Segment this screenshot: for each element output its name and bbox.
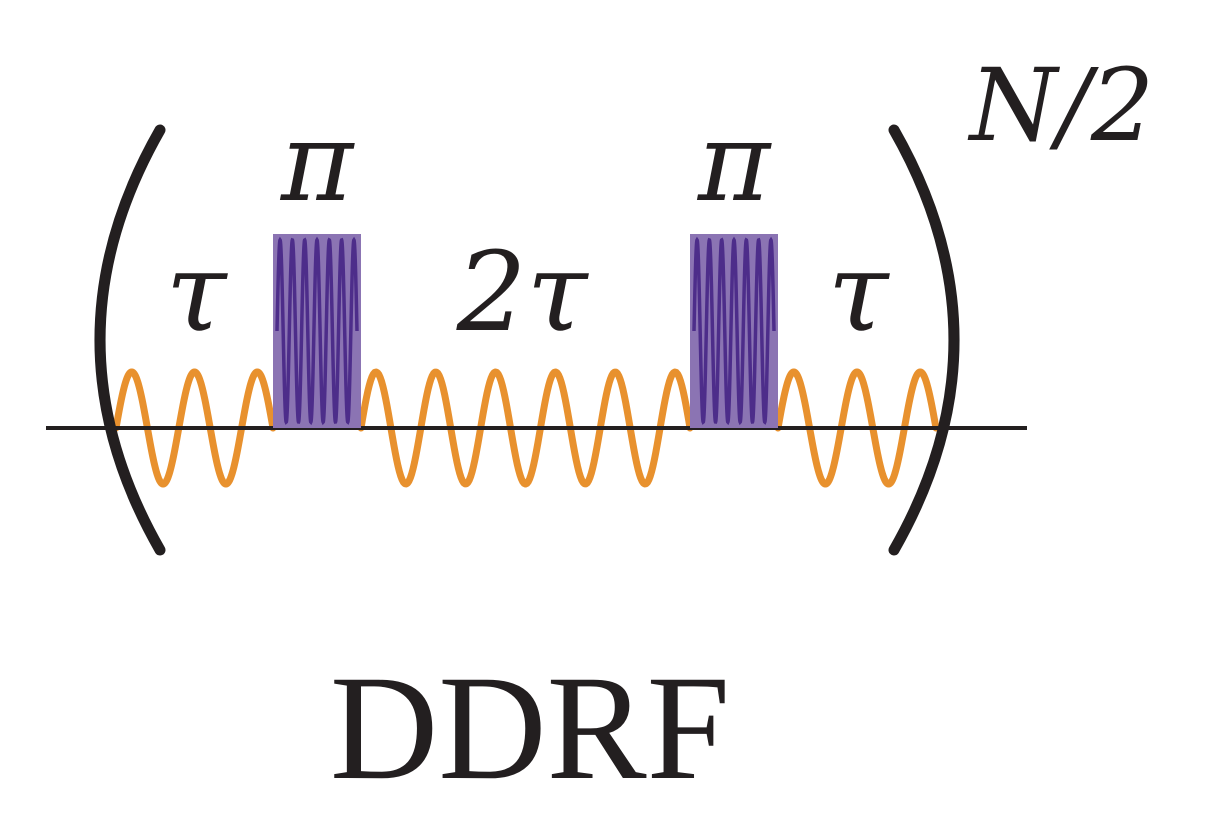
- pi-pulse-2: [690, 234, 778, 428]
- wave-tau-left: [112, 368, 277, 488]
- wave-two-tau: [357, 368, 694, 488]
- pi-label-2: π: [697, 98, 772, 226]
- tau-label-right: τ: [828, 228, 891, 356]
- sequence-caption: DDRF: [330, 645, 730, 811]
- pi-pulse-1: [273, 234, 361, 428]
- exponent-label: N/2: [968, 47, 1155, 164]
- right-parenthesis: [888, 124, 960, 556]
- rf-drive-waves: [112, 368, 940, 488]
- left-parenthesis: [94, 124, 166, 556]
- pi-pulse-2-wave: [692, 236, 776, 426]
- pi-label-1: π: [280, 98, 355, 226]
- tau-label-left: τ: [166, 228, 229, 356]
- wave-tau-right: [774, 368, 940, 488]
- two-tau-label: 2τ: [456, 228, 590, 356]
- pi-pulse-1-wave: [275, 236, 359, 426]
